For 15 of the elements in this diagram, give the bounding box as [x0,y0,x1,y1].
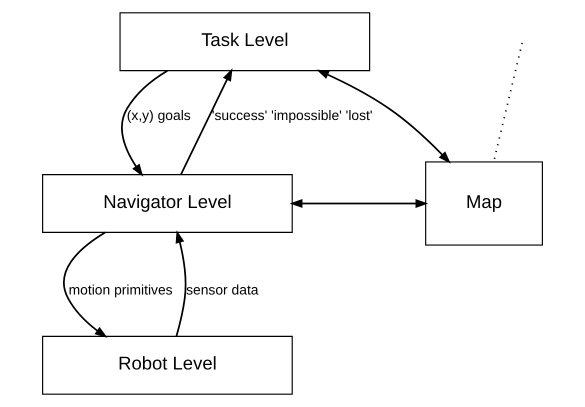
arrow [290,199,428,208]
connector [492,42,523,162]
node-box: Robot Level [42,336,293,395]
arrow [316,70,451,164]
node-box: Map [425,161,543,246]
arrow [121,70,168,177]
node-box: Task Level [119,12,370,72]
arrow [180,68,232,175]
edge-label: motion primitives [68,281,173,298]
edge-label: sensor data [186,281,259,298]
edge-label: (x,y) goals [126,106,191,123]
node-box: Navigator Level [42,174,293,233]
arrow [176,230,186,336]
arrow [63,232,108,338]
edge-label: 'success' 'impossible' 'lost' [212,106,373,123]
